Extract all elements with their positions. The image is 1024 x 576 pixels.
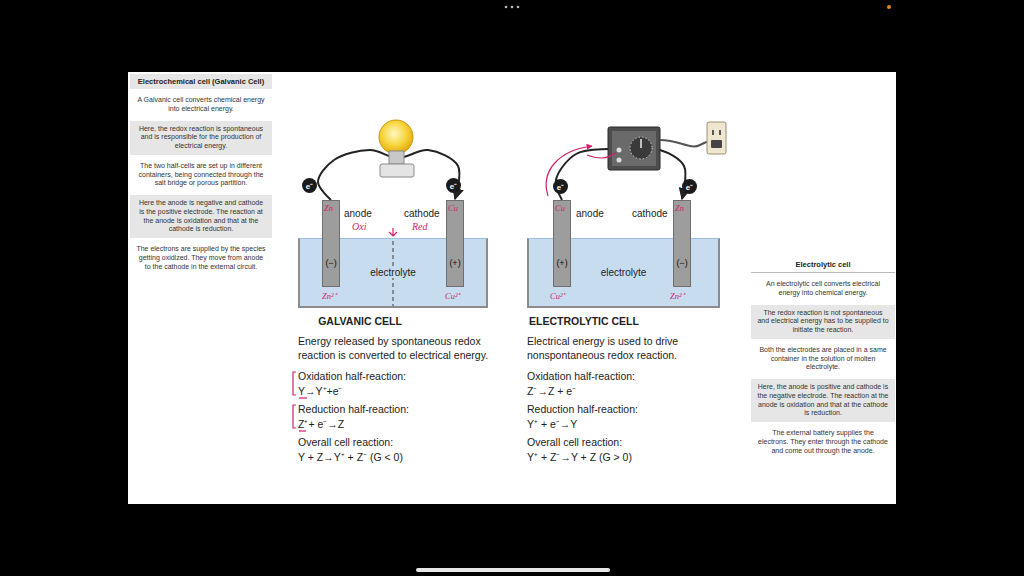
box-text: The external battery supplies the electr… [757, 429, 889, 455]
reaction-heading: Overall cell reaction: [527, 436, 622, 448]
info-box: The two half-cells are set up in differe… [130, 158, 272, 192]
supply-box [608, 127, 660, 170]
pink-bracket [293, 372, 296, 395]
info-box: Here the anode is negative and cathode i… [130, 195, 272, 238]
box-text: Both the electrodes are placed in a same… [757, 346, 889, 372]
handwritten-note: Zn [324, 203, 333, 213]
menu-dot [505, 6, 508, 9]
pink-arrow [546, 146, 592, 196]
box-text: Electrolytic cell [755, 260, 891, 269]
box-text: Electrochemical cell (Galvanic Cell) [134, 77, 268, 86]
node-text: (+) [556, 258, 567, 268]
cathode-electrode: (+) [446, 200, 464, 287]
reaction-heading: Overall cell reaction: [298, 436, 393, 448]
box-text: Here the anode is negative and cathode i… [136, 199, 266, 234]
supply-dial [630, 137, 652, 159]
info-box: The redox reaction is not spontaneous an… [751, 305, 895, 339]
cell-title: GALVANIC CELL [318, 315, 402, 327]
handwritten-note: Zn²⁺ [670, 290, 685, 301]
reaction-heading: Reduction half-reaction: [527, 403, 638, 415]
wire-connector [318, 150, 459, 200]
half-reaction: Y→Y⁺+e⁻ [298, 384, 342, 398]
handwritten-note: Cu [448, 203, 458, 213]
reaction-heading: Oxidation half-reaction: [298, 370, 406, 382]
power-cord [660, 140, 714, 146]
anode-electrode: (−) [322, 200, 340, 287]
cathode-electrode: (−) [673, 200, 691, 287]
half-reaction: Z⁻→Z + e⁻ [527, 384, 576, 398]
box-text: Here, the anode is positive and cathode … [757, 383, 889, 418]
cell-description: Electrical energy is used to drive nonsp… [527, 335, 739, 362]
handwritten-note: Cu²⁺ [445, 290, 460, 301]
reaction-heading: Oxidation half-reaction: [527, 370, 635, 382]
handwritten-note: Cu [555, 203, 565, 213]
node-text: (−) [325, 258, 336, 268]
node-text: electrolyte [368, 267, 418, 278]
handwritten-note: Zn²⁺ [322, 290, 337, 301]
panel-heading: Electrochemical cell (Galvanic Cell) [130, 74, 272, 89]
info-box: Both the electrodes are placed in a same… [751, 342, 895, 376]
bulb-base [389, 151, 404, 164]
box-text: The electrons are supplied by the specie… [136, 245, 266, 271]
info-box: A Galvanic cell converts chemical energy… [130, 92, 272, 118]
pink-arrow [389, 228, 397, 236]
outlet-slot [712, 130, 714, 135]
outlet-slot [719, 130, 721, 135]
cell-description: Energy released by spontaneous redox rea… [298, 335, 510, 362]
pink-stroke [587, 152, 616, 158]
bulb-glass [379, 120, 413, 154]
menu-dot [511, 6, 514, 9]
cell-title: ELECTROLYTIC CELL [529, 315, 639, 327]
slide-ground [128, 72, 896, 504]
box-text: The redox reaction is not spontaneous an… [757, 309, 889, 335]
pink-underline [299, 430, 306, 431]
terminal [617, 158, 622, 163]
half-reaction: Y⁺ + e⁻→Y [527, 417, 577, 431]
electrode-label: anode [344, 208, 372, 219]
handwritten-note: Oxi [352, 221, 366, 232]
electrode-label: cathode [632, 208, 668, 219]
electrode-label: cathode [404, 208, 440, 219]
pink-underline [299, 397, 307, 398]
node-text: (−) [676, 258, 687, 268]
bulb-socket [380, 164, 414, 177]
terminal [617, 148, 622, 153]
supply-face [612, 131, 656, 166]
home-bar [416, 568, 610, 572]
status-dot [887, 5, 891, 9]
light-bulb [379, 120, 414, 177]
info-box: An electrolytic cell converts electrical… [751, 276, 895, 302]
half-reaction: Z⁺+ e⁻→Z [298, 417, 344, 431]
info-box: The external battery supplies the electr… [751, 425, 895, 459]
overall-reaction: Y + Z→Y⁺ + Z⁻ (G < 0) [298, 450, 403, 464]
menu-dot [517, 6, 520, 9]
info-box: The electrons are supplied by the specie… [130, 241, 272, 275]
electrode-label: anode [576, 208, 604, 219]
box-text: A Galvanic cell converts chemical energy… [136, 96, 266, 114]
wall-outlet [707, 122, 726, 154]
box-text: An electrolytic cell converts electrical… [757, 280, 889, 298]
pink-bracket [293, 405, 296, 428]
overall-reaction: Y⁺ + Z⁻→Y + Z (G > 0) [527, 450, 632, 464]
electron-symbol: e⁻ [446, 178, 461, 193]
reaction-heading: Reduction half-reaction: [298, 403, 409, 415]
dial-needle [640, 139, 642, 148]
info-box: Here, the anode is positive and cathode … [751, 379, 895, 422]
handwritten-note: Zn [675, 203, 684, 213]
box-text: The two half-cells are set up in differe… [136, 162, 266, 188]
node-text: electrolyte [599, 267, 649, 278]
box-text: Here, the redox reaction is spontaneous … [136, 125, 266, 151]
electron-symbol: e⁻ [553, 179, 568, 194]
handwritten-note: Red [412, 221, 428, 232]
info-box: Here, the redox reaction is spontaneous … [130, 121, 272, 155]
anode-electrode: (+) [553, 200, 571, 287]
handwritten-note: Cu²⁺ [550, 290, 565, 301]
panel-heading: Electrolytic cell [751, 257, 895, 273]
electron-symbol: e⁻ [302, 178, 317, 193]
node-text: (+) [449, 258, 460, 268]
plug [711, 140, 722, 148]
electron-symbol: e⁻ [682, 179, 697, 194]
power-supply [608, 122, 726, 170]
